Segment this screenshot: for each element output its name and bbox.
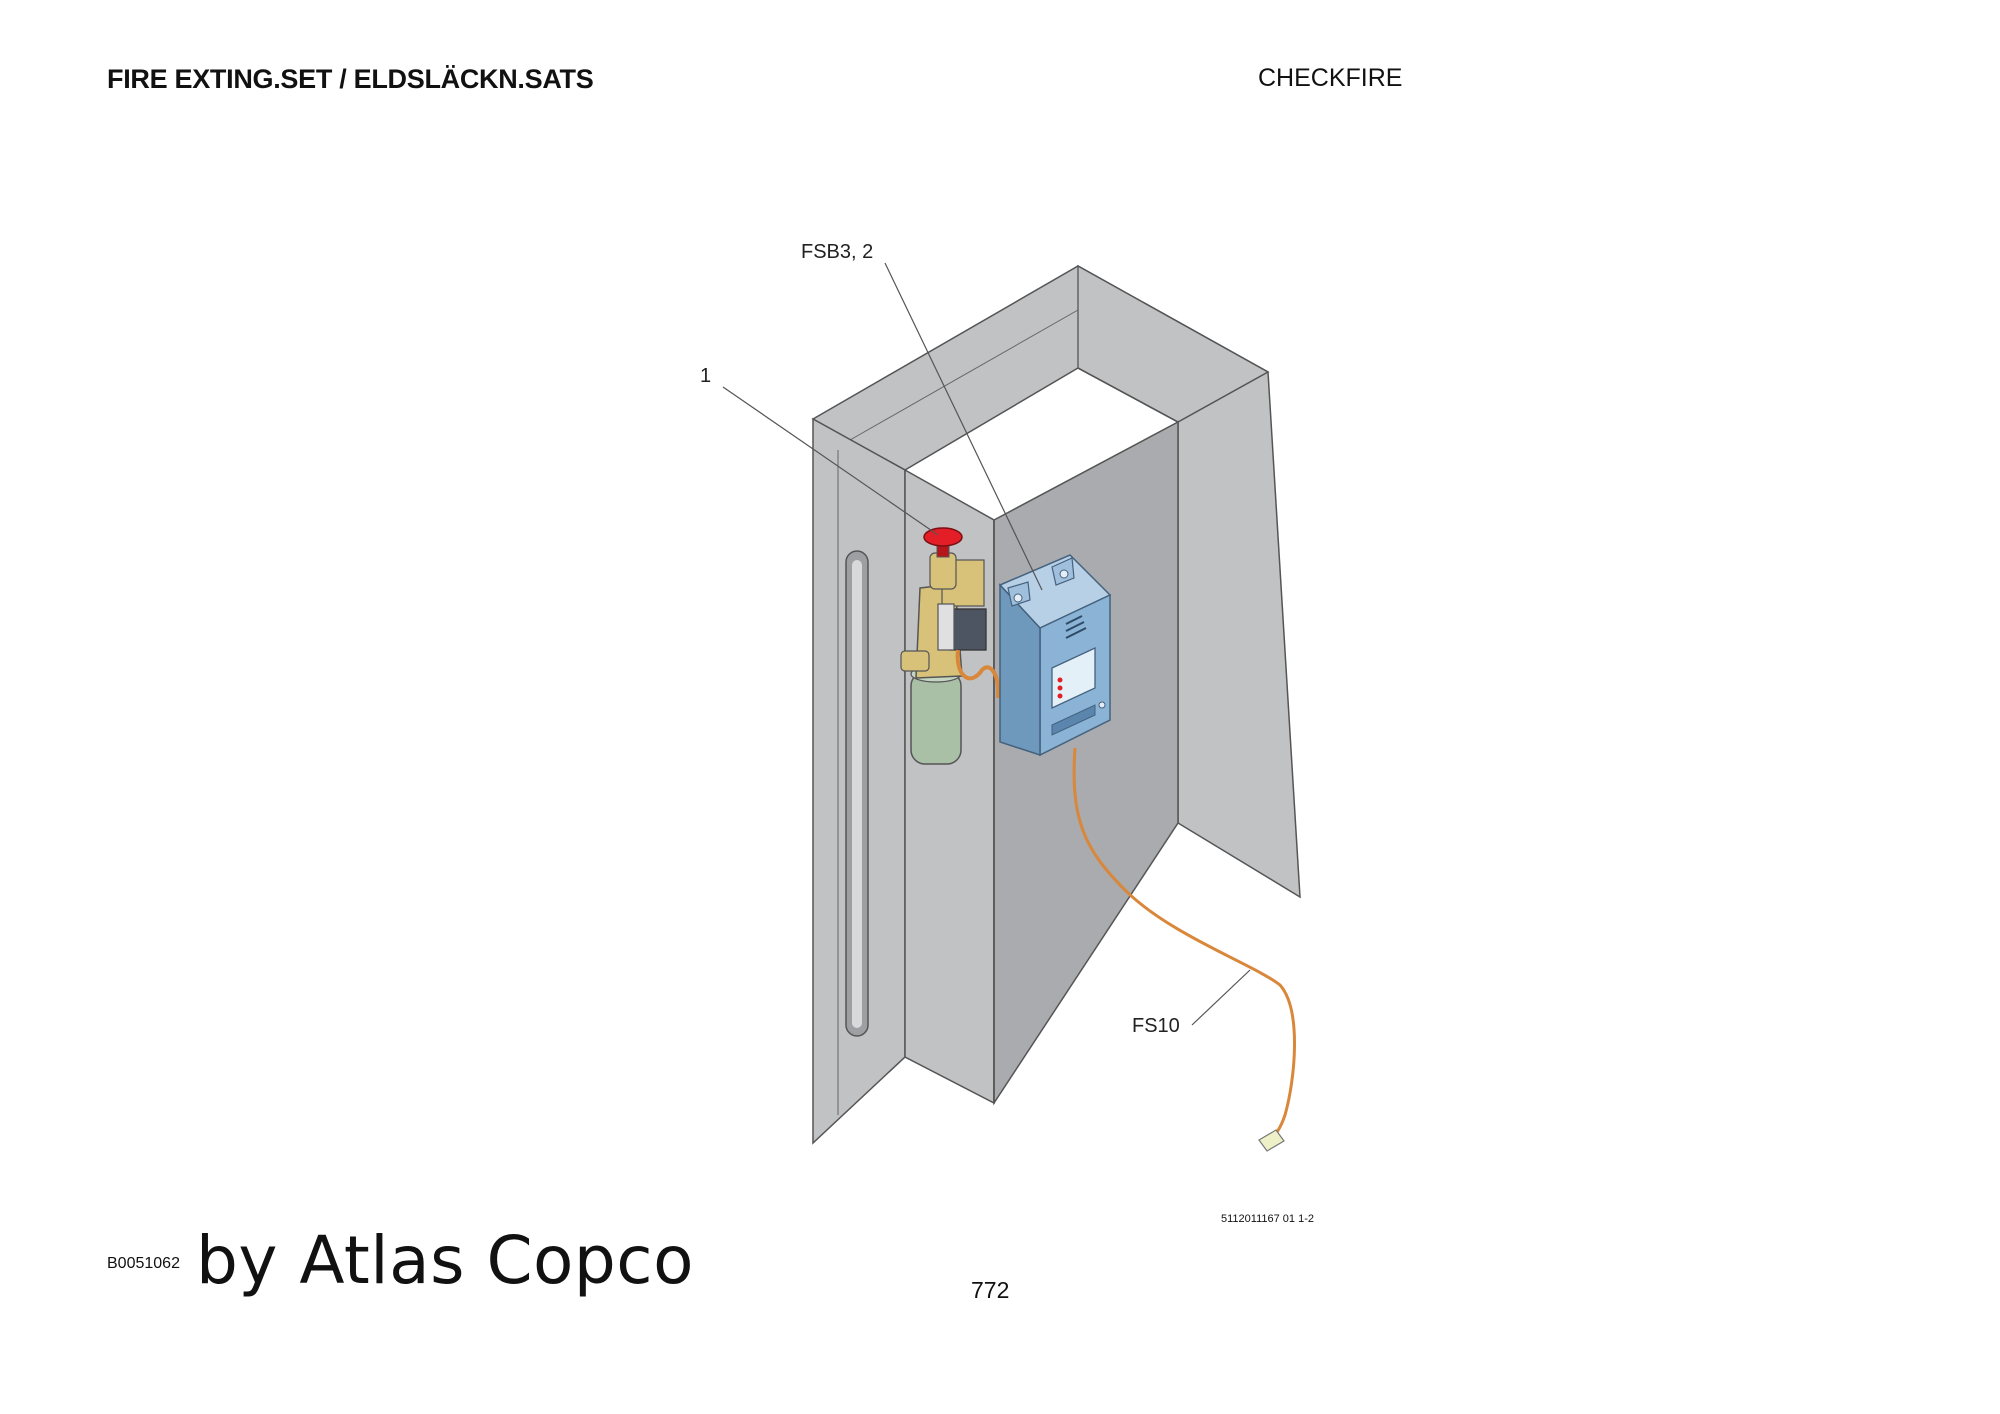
cable-end-connector [1258,1129,1285,1152]
detector-box [998,554,1112,757]
drawing-number: 5112011167 01 1-2 [1221,1213,1314,1225]
actuator-cable [955,649,1001,699]
callout-fs10: FS10 [1132,1015,1180,1037]
leader-line-1 [722,386,939,536]
callout-1: 1 [700,365,711,387]
recess-side [993,420,1179,1106]
actuator-box [937,603,987,651]
detection-cable [1072,747,1296,1142]
leader-line-fs10 [1191,969,1251,1026]
page-title: FIRE EXTING.SET / ELDSLÄCKN.SATS [107,64,594,94]
document-id: B0051062 [107,1255,180,1272]
leader-line-fsb [884,262,1043,591]
callout-fsb: FSB3, 2 [801,241,873,263]
page-number: 772 [971,1277,1010,1303]
extinguisher-cylinder [910,665,962,765]
section-title: CHECKFIRE [1258,64,1403,92]
brand-signature: by Atlas Copco [196,1222,694,1299]
